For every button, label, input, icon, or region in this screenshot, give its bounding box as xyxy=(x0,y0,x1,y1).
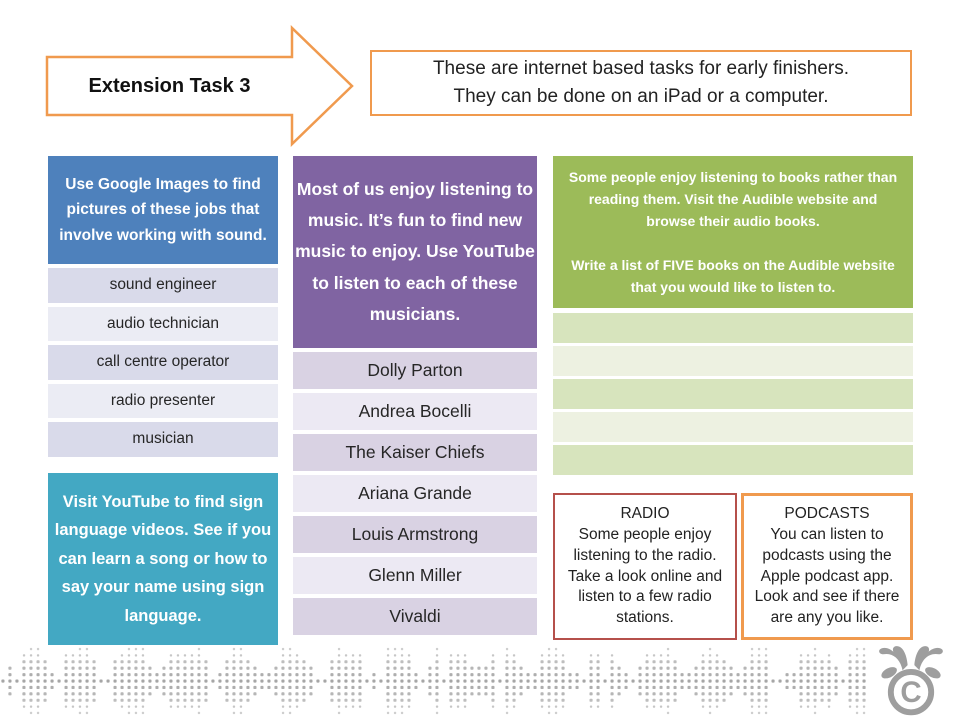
jobs-list-item: radio presenter xyxy=(48,383,278,418)
podcasts-body: You can listen to podcasts using the App… xyxy=(754,525,900,627)
audiobooks-paragraph-1: Some people enjoy listening to books rat… xyxy=(568,169,898,230)
intro-box: These are internet based tasks for early… xyxy=(370,50,912,116)
jobs-list-item: musician xyxy=(48,422,278,457)
musician-list-item: Dolly Parton xyxy=(293,352,537,389)
arrow-shape xyxy=(45,25,354,147)
musician-list-item: Louis Armstrong xyxy=(293,516,537,553)
musician-list-item: The Kaiser Chiefs xyxy=(293,434,537,471)
audiobooks-paragraph-2: Write a list of FIVE books on the Audibl… xyxy=(571,256,895,295)
podcasts-title: PODCASTS xyxy=(784,504,870,522)
podcasts-box: PODCASTS You can listen to podcasts usin… xyxy=(741,493,913,640)
music-task-header: Most of us enjoy listening to music. It’… xyxy=(293,156,537,348)
sign-language-box: Visit YouTube to find sign language vide… xyxy=(48,473,278,645)
jobs-list-item: call centre operator xyxy=(48,345,278,380)
intro-line-2: They can be done on an iPad or a compute… xyxy=(453,86,829,107)
svg-text:C: C xyxy=(900,676,921,709)
radio-title: RADIO xyxy=(620,504,670,522)
audiobook-blank-row xyxy=(553,379,913,409)
arrow-label: Extension Task 3 xyxy=(88,74,251,97)
musician-list-item: Andrea Bocelli xyxy=(293,393,537,430)
audiobook-blank-row xyxy=(553,412,913,442)
audiobook-blank-rows xyxy=(553,313,913,475)
audiobooks-box: Some people enjoy listening to books rat… xyxy=(553,156,913,308)
audiobook-blank-row xyxy=(553,346,913,376)
jobs-list-item: audio technician xyxy=(48,306,278,341)
audiobook-blank-row xyxy=(553,313,913,343)
musician-list-item: Vivaldi xyxy=(293,598,537,635)
radio-box: RADIO Some people enjoy listening to the… xyxy=(553,493,737,640)
waveform-decoration xyxy=(0,644,868,720)
jobs-list-item: sound engineer xyxy=(48,268,278,303)
musician-list-item: Glenn Miller xyxy=(293,557,537,594)
jobs-task-header: Use Google Images to find pictures of th… xyxy=(48,156,278,264)
audiobook-blank-row xyxy=(553,445,913,475)
musician-list-item: Ariana Grande xyxy=(293,475,537,512)
radio-body: Some people enjoy listening to the radio… xyxy=(567,525,723,627)
copyright-moose-logo: C xyxy=(879,646,943,716)
intro-line-1: These are internet based tasks for early… xyxy=(432,57,850,79)
